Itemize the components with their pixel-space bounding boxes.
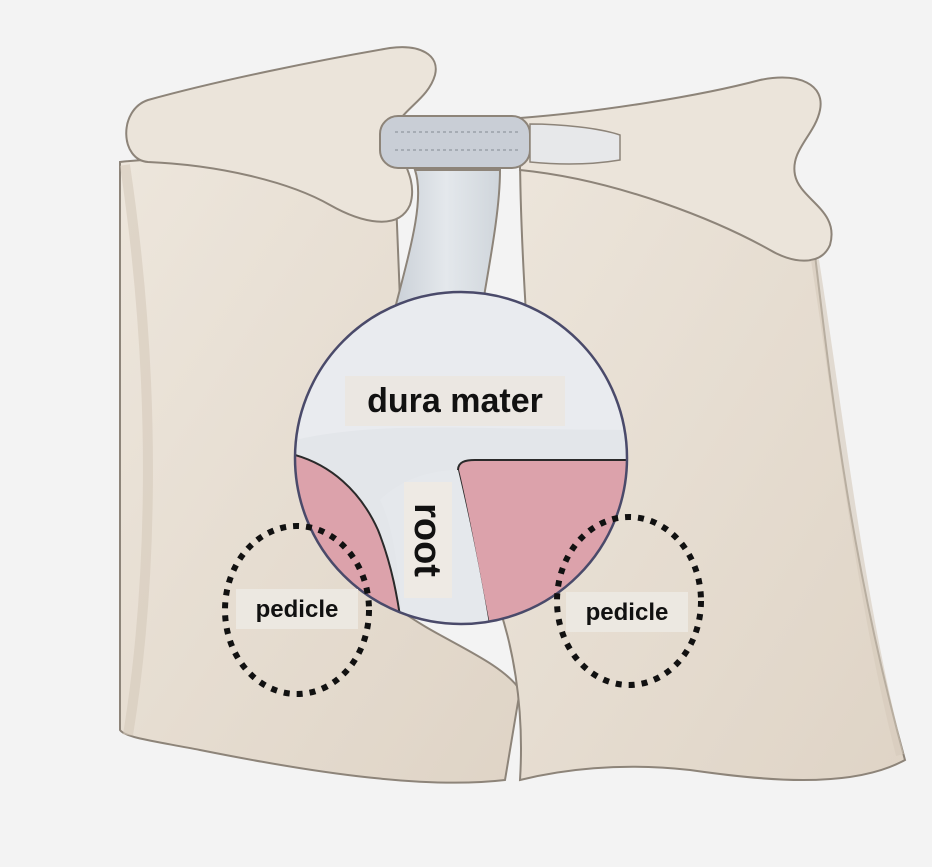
root-label-group: root (404, 482, 452, 598)
ligament-band (380, 116, 530, 168)
pedicle-left-label: pedicle (256, 596, 339, 623)
dura-mater-label: dura mater (367, 382, 543, 420)
root-label: root (406, 503, 448, 577)
pedicle-right-label: pedicle (586, 599, 669, 626)
